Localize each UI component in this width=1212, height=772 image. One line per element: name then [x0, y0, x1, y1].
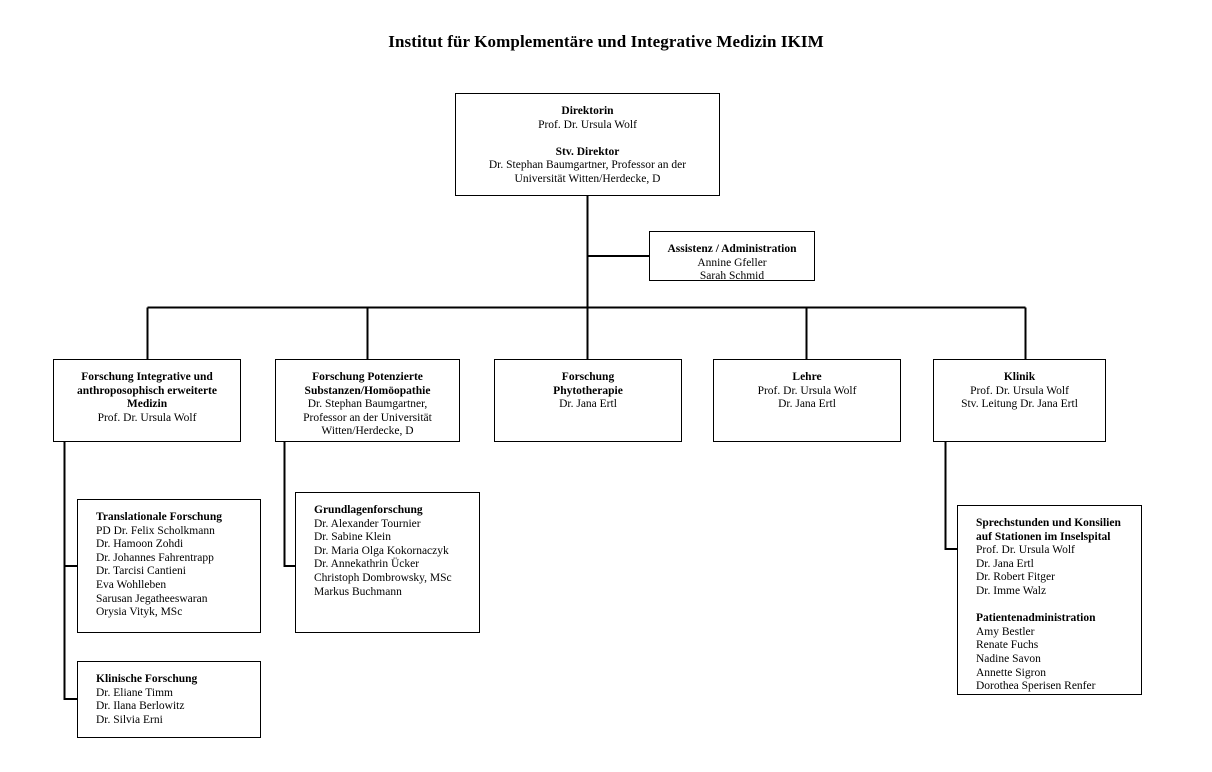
connector-klinische-forschung [63, 442, 77, 700]
node-text-line: Dr. Hamoon Zohdi [96, 538, 184, 551]
node-text-line: Dr. Tarcisi Cantieni [96, 565, 187, 578]
node-text-line: Witten/Herdecke, D [321, 425, 414, 438]
node-text-line: Dr. Maria Olga Kokornaczyk [314, 544, 449, 557]
node-heading-line: Lehre [792, 371, 822, 383]
node-text-line: Dr. Jana Ertl [778, 398, 836, 411]
connector-sprechstunden [944, 442, 957, 550]
page-title: Institut für Komplementäre und Integrati… [388, 32, 824, 51]
node-text-line: Dr. Imme Walz [976, 584, 1047, 597]
node-heading-line: Forschung Potenzierte [312, 371, 423, 383]
node-text-line: Prof. Dr. Ursula Wolf [97, 411, 197, 424]
node-text-line: Dr. Alexander Tournier [314, 517, 421, 530]
node-text-line: Prof. Dr. Ursula Wolf [976, 544, 1075, 557]
node-text-line: Dr. Johannes Fahrentrapp [96, 551, 214, 564]
node-text-line: Prof. Dr. Ursula Wolf [538, 118, 637, 131]
node-text-line: Prof. Dr. Ursula Wolf [757, 384, 857, 397]
node-heading-line: Forschung Integrative und [81, 371, 213, 383]
connector-grundlagenforschung [283, 442, 295, 567]
node-text-line: Universität Witten/Herdecke, D [514, 172, 661, 185]
node-text-line: Dr. Eliane Timm [96, 686, 173, 699]
node-text-line: Dr. Stephan Baumgartner, Professor an de… [488, 159, 687, 172]
node-heading-line: Sprechstunden und Konsilien [976, 517, 1121, 529]
node-heading-line: anthroposophisch erweiterte [76, 384, 217, 397]
node-text-line: Prof. Dr. Ursula Wolf [970, 384, 1069, 397]
node-text-line: Sarusan Jegatheeswaran [96, 592, 208, 605]
node-heading-line: Assistenz / Administration [667, 243, 797, 255]
node-text-line: Orysia Vityk, MSc [96, 606, 183, 619]
node-text-line: Dr. Annekathrin Ücker [314, 558, 420, 571]
node-text-line: Dr. Jana Ertl [976, 557, 1034, 570]
node-heading-line: Klinische Forschung [96, 673, 198, 685]
node-heading-line: Klinik [1003, 371, 1036, 383]
node-heading-line: Medizin [126, 398, 168, 411]
node-text-line: Professor an der Universität [303, 411, 432, 424]
node-heading-line: Translationale Forschung [96, 511, 222, 523]
text-spacer [456, 132, 719, 146]
node-text-line: Stv. Leitung Dr. Jana Ertl [961, 398, 1078, 411]
node-heading-line: Substanzen/Homöopathie [304, 384, 431, 397]
node-text-line: Annine Gfeller [697, 256, 767, 269]
node-text-line: Markus Buchmann [314, 585, 402, 598]
node-heading-line: Grundlagenforschung [314, 504, 423, 516]
node-text-line: Sarah Schmid [699, 270, 765, 283]
node-text-line: Annette Sigron [976, 666, 1046, 679]
node-text-line: Eva Wohlleben [96, 578, 167, 591]
node-text-line: Dr. Robert Fitger [976, 571, 1055, 584]
node-text-line: Dorothea Sperisen Renfer [976, 680, 1096, 693]
node-heading-line: Patientenadministration [976, 612, 1096, 625]
node-text-line: PD Dr. Felix Scholkmann [96, 524, 215, 537]
node-text-line: Christoph Dombrowsky, MSc [314, 571, 452, 584]
node-heading-line: Forschung [561, 371, 615, 383]
node-text-line: Dr. Stephan Baumgartner, [307, 398, 428, 411]
node-text-line: Amy Bestler [976, 625, 1035, 638]
node-text-line: Renate Fuchs [976, 639, 1039, 652]
node-text-line: Dr. Ilana Berlowitz [96, 700, 185, 713]
node-heading-line: Direktorin [561, 105, 614, 117]
node-heading-line: Stv. Direktor [555, 145, 620, 158]
node-heading-line: Phytotherapie [553, 384, 623, 397]
node-heading-line: auf Stationen im Inselspital [976, 530, 1111, 543]
text-spacer [976, 599, 1141, 613]
node-text-line: Dr. Silvia Erni [96, 713, 163, 726]
node-text-line: Nadine Savon [976, 652, 1041, 665]
node-text-line: Dr. Sabine Klein [314, 531, 391, 544]
node-text-line: Dr. Jana Ertl [559, 398, 617, 411]
